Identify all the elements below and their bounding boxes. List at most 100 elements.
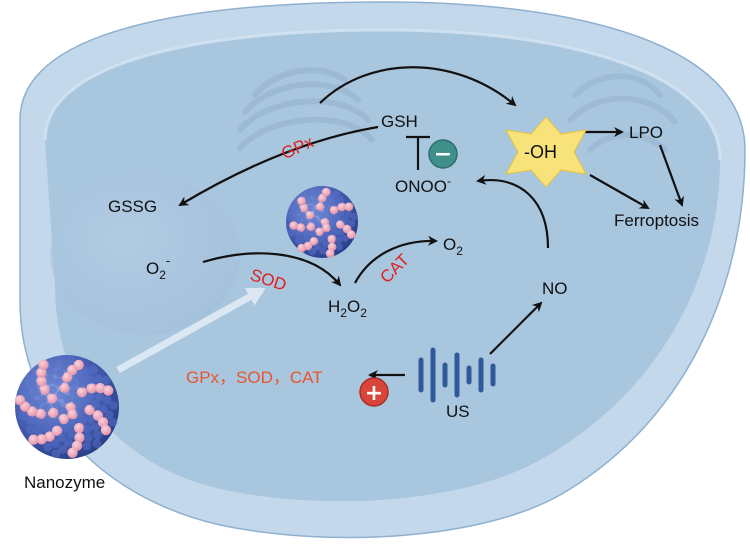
nanozyme-bump-pink [36,434,47,445]
label-superoxide: O2- [146,253,170,282]
nanozyme-bump-pink [315,227,324,237]
nanozyme-bump-blue [309,230,317,238]
nanozyme-bump-blue [55,368,65,378]
nanozyme-bump-blue [48,385,58,395]
label-nanozyme: Nanozyme [24,473,105,492]
nanozyme-bump-blue [53,377,63,387]
nanozyme-bump-blue [57,433,66,443]
nanozyme-bump-blue [42,424,52,433]
plus-badge-glyph: + [365,381,383,406]
nanozyme-bump-pink [329,205,339,215]
nanozyme-bump-blue [72,396,82,406]
nanozyme-bump-blue [333,190,341,198]
nanozyme-bump-blue [28,380,38,390]
nanozyme-bump-blue [85,392,95,401]
nanozyme-bump-blue [43,442,53,452]
nanozyme-bump-pink [36,375,47,387]
nanozyme-bump-blue [56,390,66,400]
nanozyme-bump-pink [306,222,316,231]
nanozyme-bump-blue [330,228,338,236]
arrow-no-to-onoo [476,174,550,249]
nanozyme-bump-pink [327,242,337,252]
nanozyme-bump-blue [51,417,61,427]
nanozyme-bump-blue [83,433,93,443]
nanozyme-bump-pink [84,404,95,416]
nanozyme-bump-blue [74,371,83,381]
nanozyme-bump-blue [109,401,118,410]
nanozyme-bump-blue [293,206,302,214]
nanozyme-bump-blue [102,395,112,405]
inhibition-onoo-gsh [406,135,430,170]
nanozyme-bump-blue [85,375,95,385]
nanozyme-bump-blue [332,215,340,223]
nanozyme-bump-blue [337,228,345,236]
nanozyme-bump-pink [325,249,335,258]
nanozyme-bump-pink [103,385,114,396]
nanozyme-bump-blue [51,449,61,459]
label-no: NO [542,279,568,298]
nanozyme-bump-pink [327,234,337,244]
nanozyme-bump-blue [308,248,316,256]
nanozyme-bump-blue [314,221,322,229]
label-h2o2-h: H [328,297,340,316]
nanozyme-bump-blue [67,418,77,428]
nanozyme-bump-pink [315,202,325,211]
nanozyme-bump-blue [43,415,53,425]
nanozyme-bump-blue [46,367,56,376]
nanozyme-bump-blue [63,394,73,404]
arrow-h2o2-to-o2 [354,235,438,284]
nanozyme-bump-pink [51,425,63,436]
nanozyme-bump-blue [81,367,91,377]
nanozyme-bump-pink [14,395,26,406]
nanozyme-bump-blue [89,365,99,375]
nanozyme-bump-pink [346,230,356,239]
label-onoo: ONOO- [395,174,451,196]
nanozyme-bump-pink [336,220,345,229]
nanozyme-bump-blue [288,211,296,219]
nanozyme-bump-blue [86,415,96,424]
label-h2o2-sub2: 2 [360,306,367,320]
nanozyme-bump-blue [288,229,296,237]
nanozyme-bump-blue [21,387,31,396]
nanozyme-bump-pink [321,187,331,197]
nanozyme-bump-pink [97,417,109,428]
nanozyme-bump-blue [77,415,87,425]
label-us: US [446,402,470,421]
label-h2o2-sub1: 2 [340,306,347,320]
label-ferroptosis: Ferroptosis [614,211,699,230]
nanozyme-bump-blue [319,212,327,220]
label-gsh: GSH [381,112,418,131]
minus-badge-glyph: − [434,142,452,167]
nanozyme-bump-blue [104,410,114,420]
nanozyme-bump-blue [76,407,85,417]
arrow-us-to-no [489,301,543,355]
nanozyme-bump-blue [27,372,37,382]
nanozyme-bump-pink [337,202,347,212]
nanozyme-bump-pink [44,431,55,442]
nanozyme-bump-blue [38,395,48,404]
nanozyme-bump-blue [25,394,35,403]
nanozyme-bump-pink [28,434,39,445]
nanozyme-bump-pink [35,408,46,420]
nanozyme-bump-pink [309,237,319,246]
nucleus-organelle [50,175,240,335]
label-superoxide-charge: - [166,253,170,268]
mitochondria-organelle [567,73,678,153]
nanozyme-bump-blue [334,236,342,244]
nanozyme-bump-blue [25,415,35,425]
nanozyme-bump-blue [108,417,118,427]
nanozyme-bump-pink [344,202,354,211]
nanozyme-bump-pink [95,382,106,394]
nanozyme-bump-blue [82,424,92,434]
nanozyme-particle-small [286,186,359,258]
nanozyme-bump-pink [322,223,331,233]
nanozyme-bump-blue [67,430,77,439]
label-gssg: GSSG [108,197,157,216]
nanozyme-bump-blue [32,388,42,397]
nanozyme-bump-blue [326,213,334,221]
hydroxyl-star-icon [504,116,588,188]
nanozyme-bump-blue [299,212,307,220]
nanozyme-bump-blue [322,231,330,239]
nanozyme-bump-blue [58,444,68,454]
